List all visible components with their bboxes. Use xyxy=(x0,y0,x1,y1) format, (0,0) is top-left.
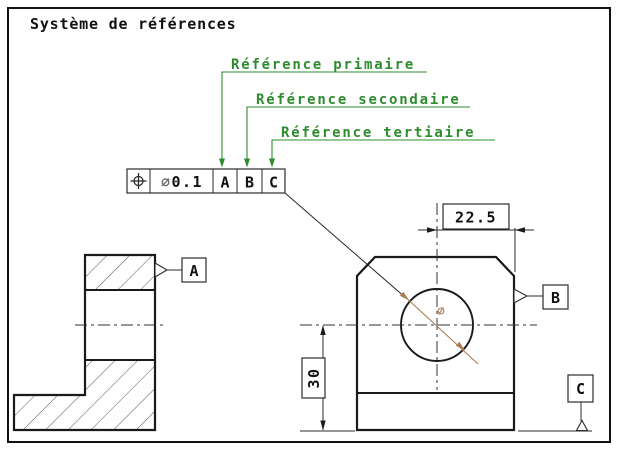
dim-arrow-icon xyxy=(515,227,525,233)
label-reference-primaire: Référence primaire xyxy=(231,57,415,73)
plate-outline xyxy=(355,255,516,432)
feature-control-frame: ⌀0.1 A B C xyxy=(126,168,286,194)
dim-arrow-icon xyxy=(427,227,437,233)
leader-line-tertiary xyxy=(271,139,495,160)
fcf-datum-a: A xyxy=(220,174,229,192)
hatch-top xyxy=(85,255,155,290)
front-view: ⌀ 22.5 30 B xyxy=(300,203,594,432)
datum-a-box xyxy=(181,257,207,283)
datum-b: B xyxy=(513,284,569,310)
dim-arrow-icon xyxy=(320,325,326,335)
datum-triangle-a-icon xyxy=(154,262,169,278)
datum-c-box xyxy=(567,374,594,403)
dim-arrow-icon xyxy=(320,420,326,431)
dim-value-vertical: 30 xyxy=(305,367,323,388)
fcf-datum-b: B xyxy=(245,174,254,192)
page-title: Système de références xyxy=(30,15,236,33)
label-reference-tertiaire: Référence tertiaire xyxy=(281,125,475,141)
fcf-tolerance: ⌀0.1 xyxy=(161,173,203,191)
position-symbol-icon xyxy=(130,173,147,189)
section-outline xyxy=(12,253,157,432)
leader-line-primary xyxy=(221,71,427,160)
leader-line-secondary xyxy=(246,106,470,160)
dim-value-box xyxy=(301,357,326,399)
fcf-datum-c: C xyxy=(269,174,278,192)
datum-c-label: C xyxy=(576,380,585,398)
leader-arrow-tertiary-icon xyxy=(269,158,275,168)
dimension-22-5: 22.5 xyxy=(418,203,534,272)
diameter-arrow-icon xyxy=(455,341,465,351)
dim-value-horizontal: 22.5 xyxy=(455,209,497,227)
datum-c: C xyxy=(518,374,594,432)
datum-leader-lines xyxy=(219,71,495,168)
diameter-line xyxy=(401,293,479,365)
datum-b-box xyxy=(542,284,569,310)
leader-arrow-primary-icon xyxy=(219,158,225,168)
fcf-outline xyxy=(126,168,286,194)
label-reference-secondaire: Référence secondaire xyxy=(256,92,461,108)
fcf-leader-line xyxy=(284,192,407,299)
datum-b-label: B xyxy=(551,289,560,307)
datum-triangle-b-icon xyxy=(513,288,529,304)
section-view: A xyxy=(12,253,207,432)
datum-triangle-c-icon xyxy=(575,419,589,432)
datum-a-label: A xyxy=(189,262,198,280)
diameter-arrow-icon xyxy=(399,291,409,301)
hole-diameter-dimension: ⌀ xyxy=(399,291,479,365)
leader-arrow-secondary-icon xyxy=(244,158,250,168)
dim-value-box xyxy=(442,203,510,230)
dimension-30: 30 xyxy=(300,325,355,432)
diameter-symbol: ⌀ xyxy=(436,303,447,319)
